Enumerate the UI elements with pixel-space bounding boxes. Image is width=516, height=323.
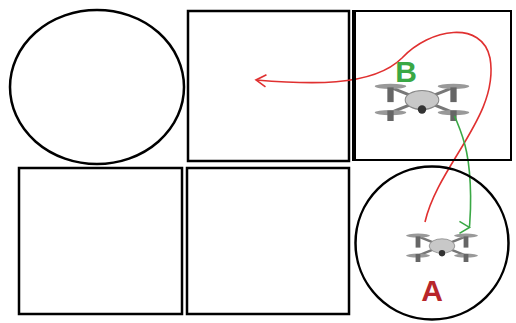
square-cell: B [352,10,512,161]
square-cell [187,168,349,314]
circle-cell: A [354,165,510,321]
drone-label: A [421,276,443,306]
circle-cell [10,10,184,164]
drone-icon [406,234,478,262]
square-cell [188,11,349,161]
drone-label: B [395,57,417,87]
drone-icon [375,84,470,121]
square-cell [19,168,182,314]
circle-outline [356,167,509,320]
